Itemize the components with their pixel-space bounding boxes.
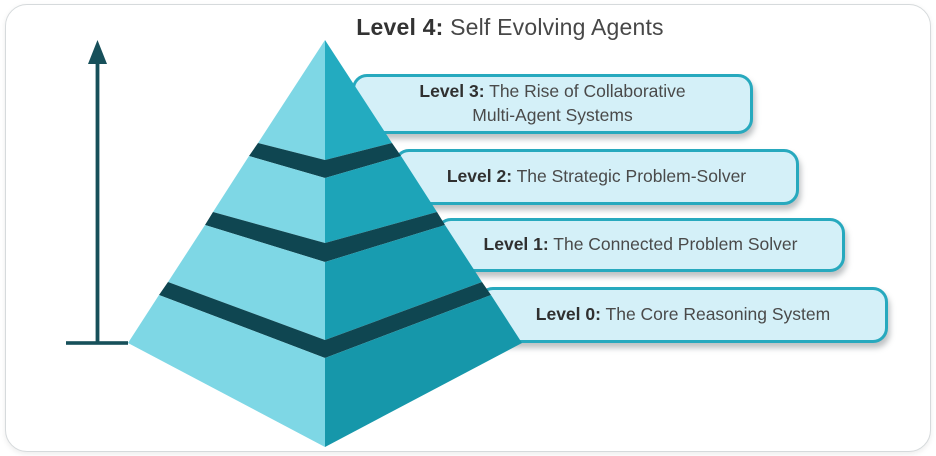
level-1-line1: Level 1: The Connected Problem Solver [483,234,798,255]
page-title: Level 4: Self Evolving Agents [310,14,710,41]
level-1-box: Level 1: The Connected Problem Solver [436,218,845,272]
level-3-line2: Multi-Agent Systems [472,105,633,125]
title-level-prefix: Level 4: [356,14,444,40]
level-2-line1: Level 2: The Strategic Problem-Solver [446,166,747,187]
level-3-box: Level 3: The Rise of Collaborative Multi… [352,74,753,134]
level-3-line1: Level 3: The Rise of Collaborative [419,81,686,102]
level-2-box: Level 2: The Strategic Problem-Solver [394,149,799,205]
title-text: Self Evolving Agents [450,14,664,40]
level-0-line1: Level 0: The Core Reasoning System [535,304,831,325]
level-0-box: Level 0: The Core Reasoning System [478,287,888,343]
